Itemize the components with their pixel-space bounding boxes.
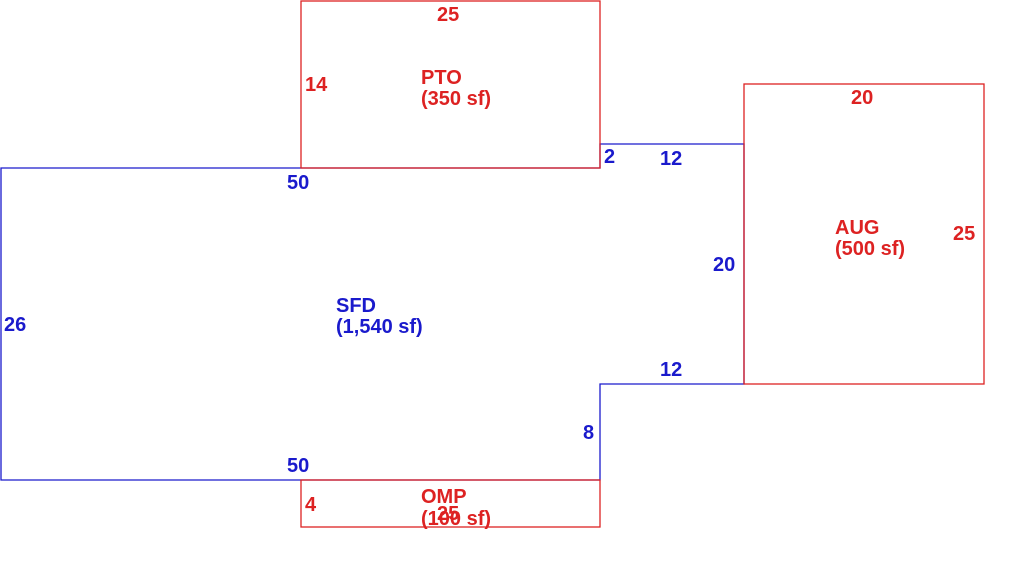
pto-outline: [300, 0, 601, 169]
sfd-dim-notch-top: 12: [660, 148, 682, 170]
pto-area: (350 sf): [421, 88, 491, 110]
omp-area: (100 sf): [421, 508, 491, 530]
sfd-dim-bottom: 50: [287, 455, 309, 477]
sfd-dim-notch-side: 20: [713, 254, 735, 276]
pto-dim-left: 14: [305, 74, 328, 96]
sfd-dim-notch-bottom: 12: [660, 359, 682, 381]
aug-outline: [743, 83, 985, 385]
pto-dim-top: 25: [437, 4, 459, 26]
aug-name: AUG: [835, 217, 879, 239]
omp-name: OMP: [421, 486, 467, 508]
sfd-name: SFD: [336, 295, 376, 317]
omp-dim-left: 4: [305, 494, 317, 516]
sfd-dim-top: 50: [287, 172, 309, 194]
sfd-dim-left: 26: [4, 314, 26, 336]
omp-outline: [300, 479, 601, 528]
sfd-dim-right-upper: 2: [604, 146, 615, 168]
sfd-dim-right-lower: 8: [583, 422, 594, 444]
aug-area: (500 sf): [835, 238, 905, 260]
aug-dim-top: 20: [851, 87, 873, 109]
aug-dim-right: 25: [953, 223, 975, 245]
sfd-area: (1,540 sf): [336, 316, 423, 338]
omp-dim-width: 25: [437, 503, 459, 525]
pto-name: PTO: [421, 67, 462, 89]
